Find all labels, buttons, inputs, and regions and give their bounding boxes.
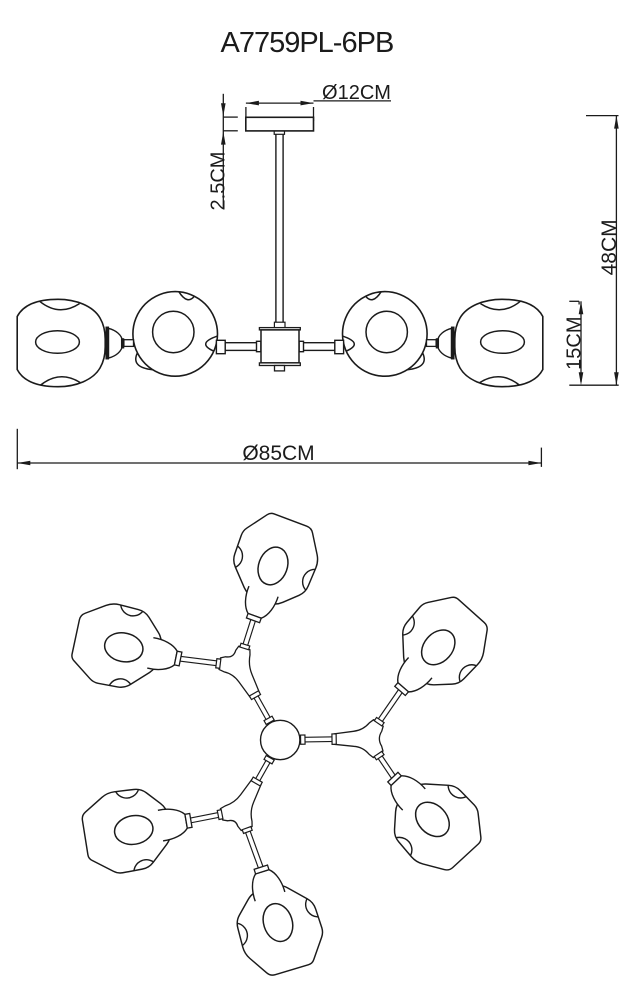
svg-text:15CM: 15CM [564,317,586,370]
svg-text:A7759PL-6PB: A7759PL-6PB [220,27,393,59]
svg-text:Ø12CM: Ø12CM [322,82,391,104]
svg-text:Ø85CM: Ø85CM [242,442,314,465]
svg-text:2.5CM: 2.5CM [208,152,230,211]
svg-text:48CM: 48CM [598,219,621,275]
